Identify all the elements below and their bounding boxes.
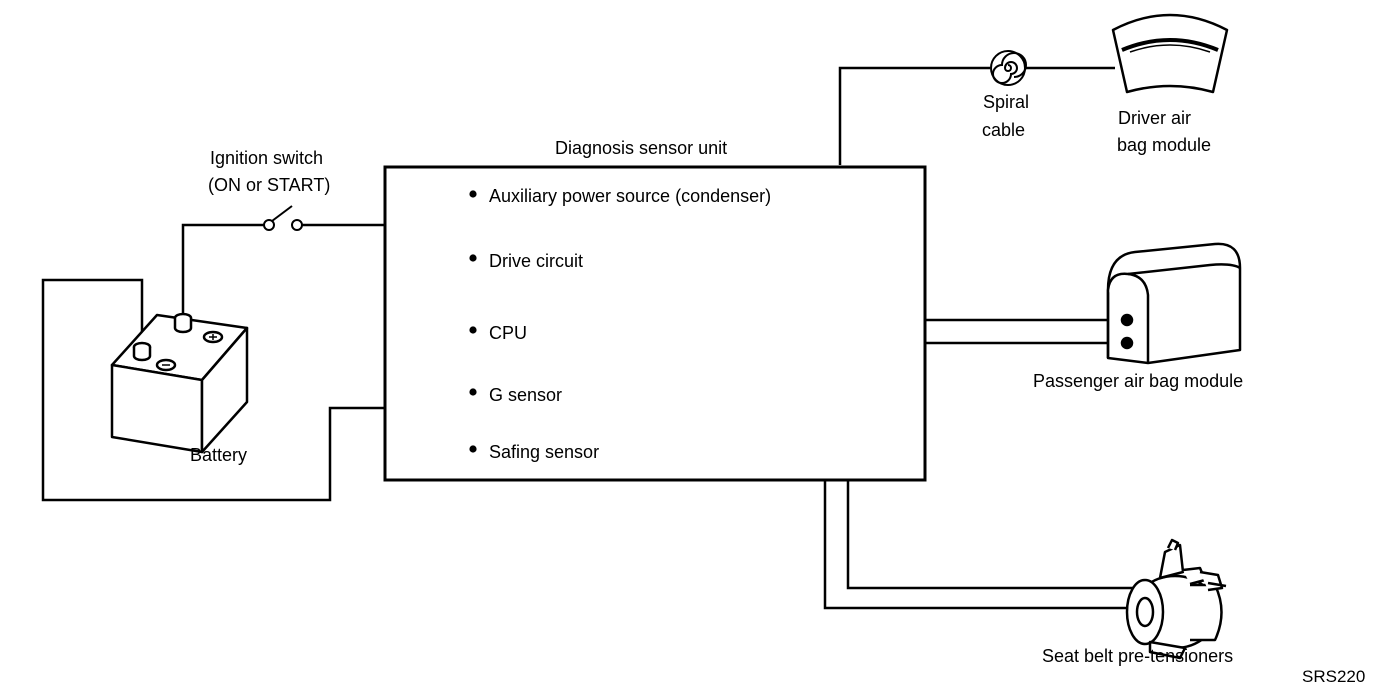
spiral-cable-icon <box>990 50 1027 86</box>
passenger-label: Passenger air bag module <box>1033 371 1243 391</box>
seatbelt-wire-1 <box>823 480 1140 610</box>
dsu-item-cpu: CPU <box>489 323 527 343</box>
seatbelt-wire-2 <box>846 480 1140 590</box>
dsu-item-g-sensor: G sensor <box>489 385 562 405</box>
dsu-item-safing-sensor: Safing sensor <box>489 442 599 462</box>
battery-label: Battery <box>190 445 247 465</box>
bullet-icon <box>469 190 477 198</box>
ground-wire <box>41 278 385 502</box>
bullet-icon <box>469 326 477 334</box>
dsu-item-drive-circuit: Drive circuit <box>489 251 583 271</box>
seatbelt-pretensioner-icon <box>1125 538 1227 660</box>
ignition-label-line1: Ignition switch <box>210 148 323 168</box>
driver-label-line2: bag module <box>1117 135 1211 155</box>
reference-code: SRS220 <box>1302 667 1365 686</box>
ignition-label-line2: (ON or START) <box>208 175 330 195</box>
driver-label-line1: Driver air <box>1118 108 1191 128</box>
dsu-item-aux-power: Auxiliary power source (condenser) <box>489 186 771 206</box>
bullet-icon <box>469 388 477 396</box>
dsu-box <box>383 165 927 482</box>
power-wire <box>181 223 265 318</box>
dsu-to-spiral-wire <box>838 66 990 165</box>
dsu-title: Diagnosis sensor unit <box>555 138 727 158</box>
ignition-switch <box>263 205 303 231</box>
wiring <box>41 66 1140 610</box>
spiral-label-line2: cable <box>982 120 1025 140</box>
dsu-item-list: Auxiliary power source (condenser) Drive… <box>469 186 771 462</box>
driver-airbag-icon <box>1111 13 1229 94</box>
passenger-airbag-icon <box>1106 242 1242 365</box>
spiral-label-line1: Spiral <box>983 92 1029 112</box>
battery-icon <box>110 312 249 454</box>
bullet-icon <box>469 254 477 262</box>
seatbelt-label: Seat belt pre-tensioners <box>1042 646 1233 666</box>
bullet-icon <box>469 445 477 453</box>
